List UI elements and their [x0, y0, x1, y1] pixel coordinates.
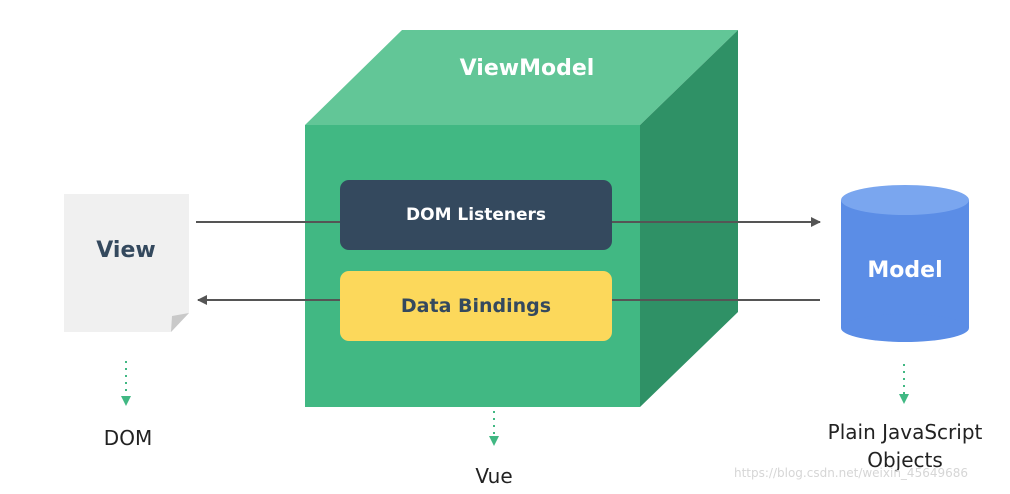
plain-objects-caption: Plain JavaScript Objects [800, 418, 1010, 474]
cube-front-face [305, 125, 640, 407]
cube-side-face [640, 30, 738, 407]
cube-top-face [305, 30, 738, 125]
view-document-shape [64, 194, 189, 332]
dotted-arrow-dom [121, 361, 131, 406]
data-bindings-box: Data Bindings [340, 271, 612, 341]
plain-objects-caption-line1: Plain JavaScript [827, 420, 983, 444]
viewmodel-label: ViewModel [459, 56, 595, 81]
view-label: View [96, 238, 156, 263]
plain-objects-caption-line2: Objects [867, 448, 943, 472]
vue-caption: Vue [475, 464, 513, 488]
dom-caption: DOM [103, 426, 153, 450]
watermark-text: https://blog.csdn.net/weixin_45649686 [734, 466, 969, 480]
dotted-arrow-objects [899, 364, 909, 404]
model-label: Model [867, 258, 943, 283]
view-document-fold [171, 313, 189, 332]
model-cylinder [841, 185, 969, 342]
dotted-arrow-vue [489, 411, 499, 446]
dom-listeners-box: DOM Listeners [340, 180, 612, 250]
